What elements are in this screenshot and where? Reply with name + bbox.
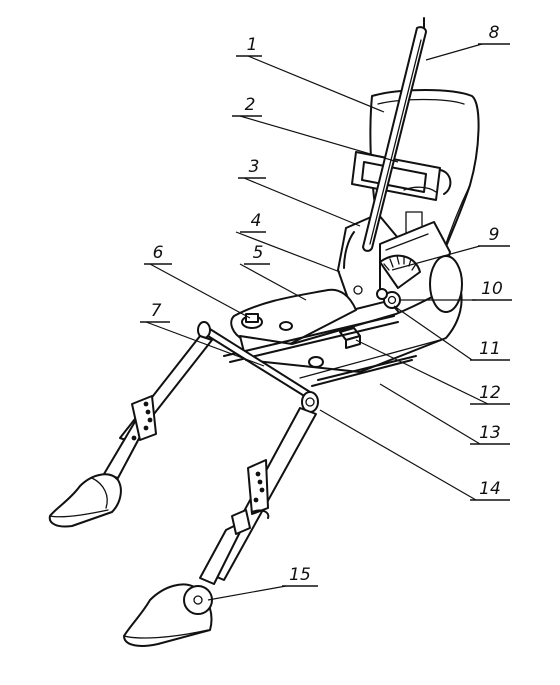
label-10: 10 [481, 279, 503, 299]
left-leg-rest [103, 335, 213, 479]
shoulder-strap-buckle [351, 151, 452, 201]
label-14: 14 [479, 479, 501, 499]
label-6: 6 [153, 243, 164, 263]
right-footrest-shoe [123, 583, 213, 647]
cushion-block [339, 327, 361, 349]
pivot-bolts [376, 288, 401, 309]
label-7: 7 [151, 301, 162, 321]
label-9: 9 [489, 225, 500, 245]
leg-crossbar [197, 321, 319, 413]
label-2: 2 [245, 95, 256, 115]
label-5: 5 [253, 243, 264, 263]
label-12: 12 [479, 383, 501, 403]
label-4: 4 [251, 211, 262, 231]
label-13: 13 [479, 423, 501, 443]
callout-labels: 1 2 3 4 5 6 7 8 9 10 11 12 13 14 15 [140, 23, 512, 587]
push-rod [362, 17, 427, 252]
angle-scale-dial [379, 254, 421, 289]
left-footrest-shoe [48, 473, 122, 528]
label-1: 1 [247, 35, 258, 55]
label-11: 11 [479, 339, 501, 359]
label-8: 8 [489, 23, 500, 43]
front-fixing-nuts [223, 313, 417, 387]
label-3: 3 [249, 157, 260, 177]
seat-cushion [230, 255, 463, 379]
label-15: 15 [289, 565, 311, 585]
right-leg-rest [199, 407, 317, 585]
leader-lines [145, 43, 489, 601]
